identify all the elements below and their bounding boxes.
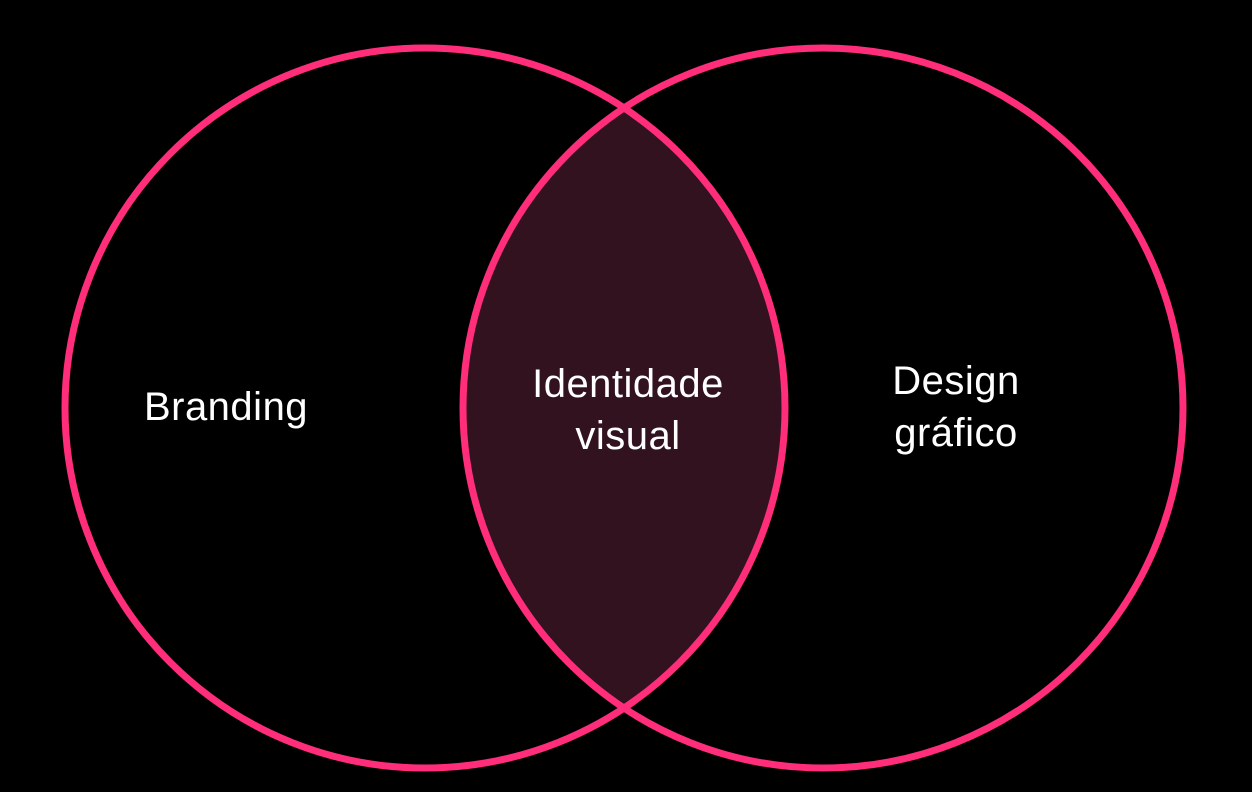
right-label-line2: gráfico xyxy=(894,411,1018,455)
branding-label: Branding xyxy=(143,385,309,429)
intersection-label-line1: Identidade xyxy=(532,362,724,406)
right-circle-design-grafico xyxy=(459,44,1187,772)
left-circle-label: Branding xyxy=(86,381,366,433)
right-circle-label: Design gráfico xyxy=(816,355,1096,459)
intersection-label-line2: visual xyxy=(575,414,681,458)
intersection-region xyxy=(463,48,785,768)
right-label-line1: Design xyxy=(892,359,1020,403)
intersection-label: Identidade visual xyxy=(478,358,778,462)
left-circle-branding xyxy=(61,44,789,772)
